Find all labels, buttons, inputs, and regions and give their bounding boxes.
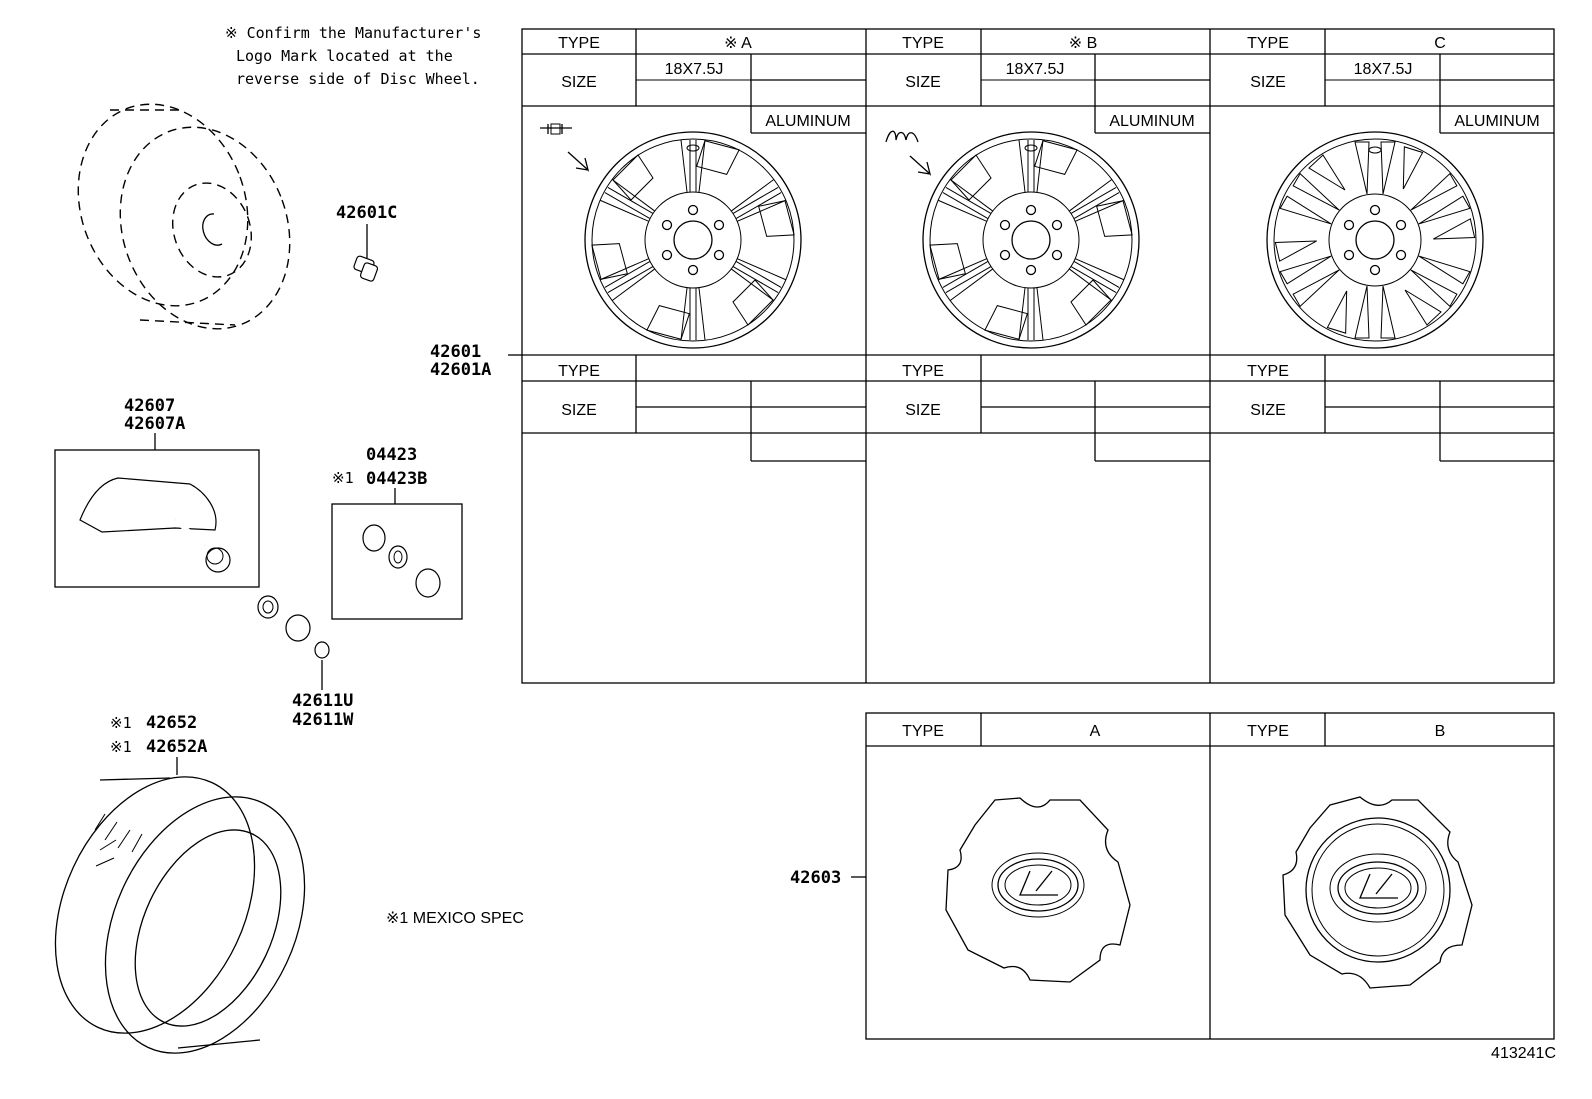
size-header-2c: SIZE xyxy=(1250,402,1286,419)
type-value-c: C xyxy=(1434,35,1446,52)
size-value-a: 18X7.5J xyxy=(665,61,724,78)
part-42611w-label: 42611W xyxy=(292,710,354,730)
type-header-b: TYPE xyxy=(902,35,944,52)
wheel-a-illustration xyxy=(578,127,808,353)
wheel-table: TYPE ※ A TYPE ※ B TYPE C SIZE 18X7.5J SI… xyxy=(521,28,1555,684)
wheel-c-illustration xyxy=(1266,131,1484,349)
cap-type-value-b: B xyxy=(1435,723,1446,740)
type-value-a: ※ A xyxy=(724,35,752,52)
size-value-c: 18X7.5J xyxy=(1354,61,1413,78)
part-42601c-label: 42601C xyxy=(336,203,397,223)
part-42652a-label: 42652A xyxy=(146,737,207,757)
manufacturer-logo-a-icon xyxy=(540,123,590,172)
size-header-b: SIZE xyxy=(905,74,941,91)
center-cap-a-illustration xyxy=(945,797,1131,983)
center-cap-b-illustration xyxy=(1282,796,1473,989)
cap-type-header-a: TYPE xyxy=(902,723,944,740)
size-header-2b: SIZE xyxy=(905,402,941,419)
wheel-assembly-illustration xyxy=(77,103,291,330)
cap-table: TYPE A TYPE B xyxy=(865,712,1555,1040)
type-header-2c: TYPE xyxy=(1247,363,1289,380)
type-header-2a: TYPE xyxy=(558,363,600,380)
logo-note-line-3: reverse side of Disc Wheel. xyxy=(236,70,480,88)
part-42601-label: 42601 xyxy=(430,342,481,362)
manufacturer-logo-b-icon xyxy=(885,130,932,176)
tpms-sensor-box xyxy=(54,449,260,588)
wheel-b-illustration xyxy=(916,127,1146,353)
part-04423-label: 04423 xyxy=(366,445,417,465)
size-header-a: SIZE xyxy=(561,74,597,91)
cap-type-value-a: A xyxy=(1090,723,1101,740)
valve-kit-icon xyxy=(362,524,441,598)
logo-note-line-2: Logo Mark located at the xyxy=(236,47,453,65)
cap-type-header-b: TYPE xyxy=(1247,723,1289,740)
mexico-spec-note: ※1 MEXICO SPEC xyxy=(386,910,524,927)
type-value-b: ※ B xyxy=(1069,35,1098,52)
part-42611u-label: 42611U xyxy=(292,691,353,711)
size-header-c: SIZE xyxy=(1250,74,1286,91)
valve-kit-box xyxy=(331,503,463,620)
logo-note-line-1: ※ Confirm the Manufacturer's xyxy=(225,24,481,42)
mexico-mark-42652: ※1 xyxy=(110,714,132,732)
mexico-mark-42652a: ※1 xyxy=(110,738,132,756)
mexico-mark-04423b: ※1 xyxy=(332,469,354,487)
part-04423b-label: 04423B xyxy=(366,469,427,489)
part-42607-label: 42607 xyxy=(124,396,175,416)
material-a: ALUMINUM xyxy=(765,113,850,130)
tire-illustration xyxy=(54,776,306,1054)
part-42601a-label: 42601A xyxy=(430,360,491,380)
material-b: ALUMINUM xyxy=(1109,113,1194,130)
part-42652-label: 42652 xyxy=(146,713,197,733)
type-header-c: TYPE xyxy=(1247,35,1289,52)
size-value-b: 18X7.5J xyxy=(1006,61,1065,78)
valve-nut-icon xyxy=(353,255,379,282)
type-header-a: TYPE xyxy=(558,35,600,52)
valve-parts-icon xyxy=(257,595,330,659)
type-header-2b: TYPE xyxy=(902,363,944,380)
size-header-2a: SIZE xyxy=(561,402,597,419)
material-c: ALUMINUM xyxy=(1454,113,1539,130)
part-42603-label: 42603 xyxy=(790,868,841,888)
part-42607a-label: 42607A xyxy=(124,414,185,434)
diagram-id: 413241C xyxy=(1491,1045,1556,1062)
tpms-sensor-icon xyxy=(79,477,231,573)
